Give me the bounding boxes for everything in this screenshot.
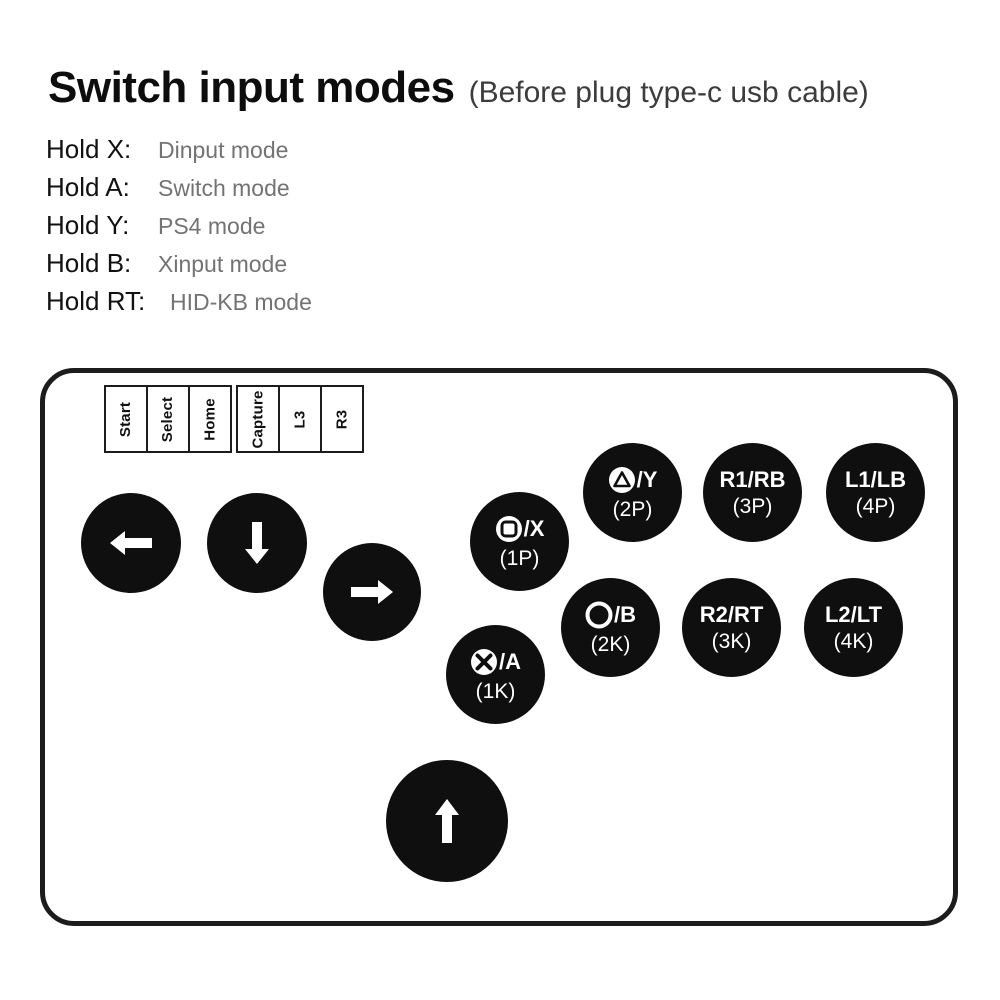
mode-key-y: Hold Y: [46, 210, 130, 240]
action-button-circle-b-topline: /B [585, 601, 636, 629]
playstation-triangle-icon [608, 466, 635, 493]
system-button-l3[interactable]: L3 [278, 385, 322, 453]
action-button-cross-a-label: /A [499, 648, 521, 674]
mode-value-hidkb: HID-KB mode [170, 289, 312, 315]
action-button-square-x[interactable]: /X (1P) [470, 492, 569, 591]
action-button-l1-lb-label: L1/LB [844, 466, 907, 492]
direction-button-right[interactable] [323, 543, 421, 641]
arrow-up-icon [435, 799, 459, 843]
mode-key-a: Hold A: [46, 172, 130, 202]
playstation-circle-icon [585, 601, 613, 628]
page-subtitle: (Before plug type-c usb cable) [468, 76, 869, 109]
action-button-cross-a-sub: (1K) [475, 679, 516, 703]
action-button-r1-rb-topline: R1/RB [719, 466, 786, 492]
arrow-down-icon [245, 522, 269, 564]
action-button-circle-b-label: /B [614, 601, 636, 627]
action-button-l1-lb-sub: (4P) [855, 494, 896, 518]
action-button-l1-lb-topline: L1/LB [844, 466, 907, 492]
action-button-square-x-label: /X [523, 515, 545, 541]
system-button-home-label: Home [201, 397, 219, 441]
system-button-start[interactable]: Start [104, 385, 148, 453]
mode-key-x: Hold X: [46, 134, 132, 164]
system-button-r3[interactable]: R3 [320, 385, 364, 453]
arrow-left-icon [110, 531, 152, 555]
direction-button-left[interactable] [81, 493, 181, 593]
mode-list: Hold X: Dinput mode Hold A: Switch mode … [46, 134, 312, 324]
action-button-l2-lt-topline: L2/LT [824, 601, 883, 627]
action-button-r1-rb-sub: (3P) [732, 494, 773, 518]
action-button-square-x-sub: (1P) [499, 546, 540, 570]
action-button-cross-a-topline: /A [470, 648, 521, 676]
mode-row-ps4: Hold Y: PS4 mode [46, 210, 312, 248]
system-button-r3-label: R3 [333, 409, 351, 429]
action-button-r2-rt-label: R2/RT [699, 601, 764, 627]
action-button-triangle-y-sub: (2P) [612, 497, 653, 521]
action-button-r1-rb[interactable]: R1/RB (3P) [703, 443, 802, 542]
direction-button-down[interactable] [207, 493, 307, 593]
action-button-l2-lt-sub: (4K) [833, 629, 874, 653]
direction-button-up[interactable] [386, 760, 508, 882]
system-button-l3-label: L3 [291, 410, 309, 428]
playstation-cross-icon [471, 648, 497, 675]
action-button-circle-b-sub: (2K) [590, 632, 631, 656]
title-row: Switch input modes (Before plug type-c u… [48, 66, 978, 110]
page-title: Switch input modes [48, 63, 455, 112]
action-button-cross-a[interactable]: /A (1K) [446, 625, 545, 724]
action-button-l2-lt[interactable]: L2/LT (4K) [804, 578, 903, 677]
system-button-home[interactable]: Home [188, 385, 232, 453]
mode-row-xinput: Hold B: Xinput mode [46, 248, 312, 286]
arrow-right-icon [351, 580, 393, 604]
playstation-square-icon [495, 515, 522, 542]
action-button-l1-lb[interactable]: L1/LB (4P) [826, 443, 925, 542]
mode-value-switch: Switch mode [158, 175, 290, 201]
system-button-strip: Start Select Home Capture L3 R3 [104, 385, 364, 453]
mode-value-ps4: PS4 mode [158, 213, 266, 239]
system-button-select-label: Select [159, 396, 177, 442]
action-button-r2-rt[interactable]: R2/RT (3K) [682, 578, 781, 677]
mode-row-switch: Hold A: Switch mode [46, 172, 312, 210]
mode-key-rt: Hold RT: [46, 286, 146, 316]
system-button-select[interactable]: Select [146, 385, 190, 453]
action-button-square-x-topline: /X [495, 515, 545, 543]
system-button-start-label: Start [117, 401, 135, 437]
header: Switch input modes (Before plug type-c u… [48, 66, 978, 110]
mode-row-dinput: Hold X: Dinput mode [46, 134, 312, 172]
system-button-capture[interactable]: Capture [236, 385, 280, 453]
mode-value-dinput: Dinput mode [158, 137, 289, 163]
action-button-r2-rt-sub: (3K) [711, 629, 752, 653]
mode-key-b: Hold B: [46, 248, 132, 278]
action-button-r2-rt-topline: R2/RT [699, 601, 764, 627]
mode-value-xinput: Xinput mode [158, 251, 288, 277]
mode-row-hidkb: Hold RT: HID-KB mode [46, 286, 312, 324]
action-button-circle-b[interactable]: /B (2K) [561, 578, 660, 677]
action-button-triangle-y-topline: /Y [608, 466, 658, 494]
system-button-capture-label: Capture [249, 389, 267, 449]
action-button-r1-rb-label: R1/RB [719, 466, 786, 492]
action-button-triangle-y-label: /Y [636, 466, 658, 492]
action-button-l2-lt-label: L2/LT [824, 601, 883, 627]
action-button-triangle-y[interactable]: /Y (2P) [583, 443, 682, 542]
